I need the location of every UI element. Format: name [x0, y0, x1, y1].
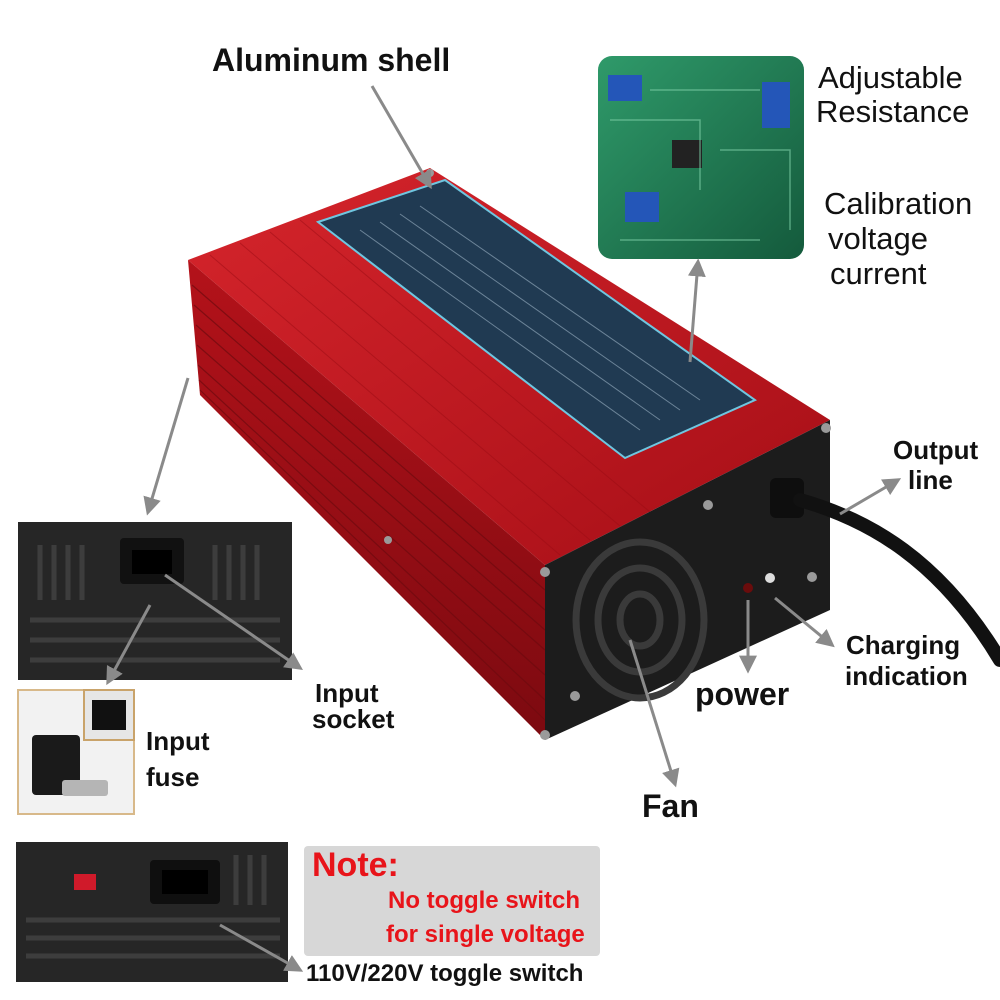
- fan-grille: [572, 538, 708, 702]
- fuse-inset: [17, 689, 135, 815]
- label-input-fuse-2: fuse: [146, 762, 200, 792]
- label-output: Output: [893, 435, 979, 465]
- label-voltage: voltage: [828, 221, 928, 256]
- led1: [743, 583, 753, 593]
- callout-arrows: [106, 85, 902, 972]
- label-charging: Charging: [846, 630, 961, 660]
- product-label: [315, 178, 758, 460]
- note-title: Note:: [312, 846, 399, 884]
- label-calibration: Calibration: [824, 186, 973, 221]
- label-indication: indication: [845, 661, 968, 691]
- label-power: power: [695, 676, 790, 712]
- pcb-inset: [598, 56, 804, 259]
- led2: [765, 573, 775, 583]
- label-adjustable: Adjustable: [818, 60, 963, 95]
- label-fan: Fan: [642, 788, 699, 824]
- toggle-panel: [16, 842, 288, 982]
- label-input-socket-1: Input: [315, 678, 379, 708]
- label-aluminum-shell: Aluminum shell: [212, 42, 451, 78]
- label-current: current: [830, 256, 927, 291]
- output-cable: [793, 493, 1000, 667]
- note-line-2: for single voltage: [386, 921, 585, 948]
- label-input-fuse-1: Input: [146, 726, 210, 756]
- label-resistance: Resistance: [816, 94, 970, 129]
- label-toggle-switch: 110V/220V toggle switch: [306, 960, 584, 987]
- label-line: line: [908, 465, 953, 495]
- note-box: [304, 846, 600, 956]
- back-panel: [18, 522, 292, 680]
- note-line-1: No toggle switch: [388, 887, 580, 914]
- label-input-socket-2: socket: [312, 704, 395, 734]
